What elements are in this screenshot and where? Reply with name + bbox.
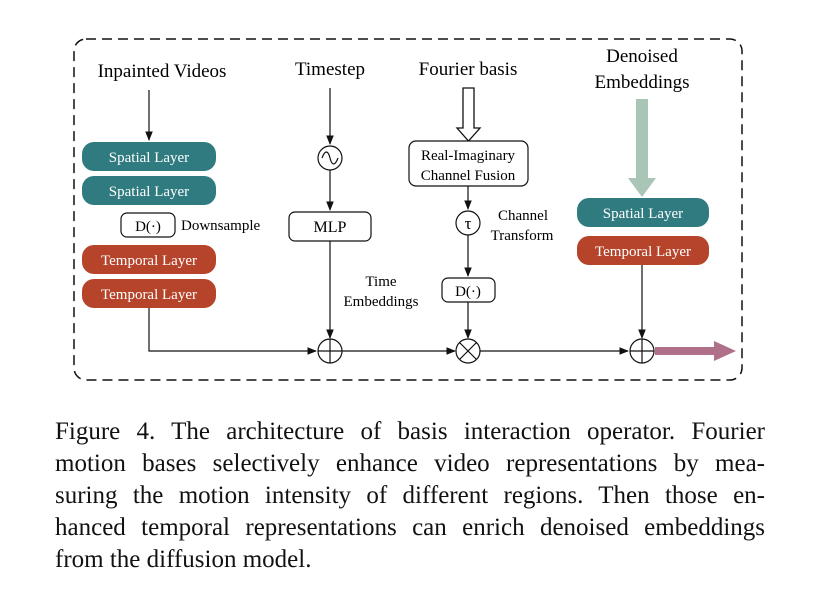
- denoised-label-line1: Denoised: [606, 46, 678, 67]
- caption-line: Figure 4. The architecture of basis inte…: [55, 418, 765, 445]
- d-operator-label: D(·): [455, 284, 481, 300]
- denoised-arrow-icon: [628, 99, 656, 197]
- caption-line: hanced temporal representations can enri…: [55, 514, 765, 541]
- dashed-frame: [73, 38, 743, 381]
- caption-line: suring the motion intensity of different…: [55, 482, 765, 509]
- spatial-layer-block-2: Spatial Layer: [82, 176, 216, 205]
- caption-line: motion bases selectively enhance video r…: [55, 450, 765, 477]
- spatial-layer-block-1: Spatial Layer: [82, 142, 216, 171]
- timestep-label: Timestep: [295, 59, 365, 80]
- mlp-block: MLP: [288, 211, 372, 242]
- temporal-layer-label: Temporal Layer: [595, 244, 691, 260]
- output-arrow-icon: [655, 341, 736, 361]
- spatial-layer-label: Spatial Layer: [109, 184, 189, 200]
- temporal-layer-block-1: Temporal Layer: [82, 245, 216, 274]
- spatial-layer-block-right: Spatial Layer: [577, 198, 709, 227]
- sine-encoding-icon: [317, 145, 343, 171]
- spatial-layer-label: Spatial Layer: [109, 150, 189, 166]
- time-embeddings-label-1: Time: [365, 274, 396, 290]
- fusion-label-line1: Real-Imaginary: [421, 148, 516, 164]
- add-operator-icon: [317, 338, 343, 364]
- inpainted-videos-label: Inpainted Videos: [98, 61, 227, 82]
- multiply-operator-icon: [455, 338, 481, 364]
- final-add-operator-icon: [629, 338, 655, 364]
- denoised-label-line2: Embeddings: [595, 72, 690, 93]
- temporal-layer-block-right: Temporal Layer: [577, 236, 709, 265]
- mlp-label: MLP: [314, 219, 347, 236]
- caption-line: from the diffusion model.: [55, 546, 312, 573]
- downsample-op-right: D(·): [441, 277, 496, 303]
- downsample-label: Downsample: [181, 218, 260, 234]
- temporal-layer-label: Temporal Layer: [101, 287, 197, 303]
- temporal-layer-block-2: Temporal Layer: [82, 279, 216, 308]
- temporal-to-add-connector: [148, 308, 317, 355]
- fusion-label-line2: Channel Fusion: [421, 168, 516, 184]
- tau-symbol: τ: [465, 214, 472, 233]
- fourier-basis-label: Fourier basis: [419, 59, 518, 80]
- fourier-hollow-arrow-icon: [455, 87, 482, 142]
- downsample-op-left: D(·): [120, 212, 176, 238]
- real-imaginary-fusion-block: Real-Imaginary Channel Fusion: [408, 140, 529, 187]
- channel-transform-label-2: Transform: [491, 228, 554, 244]
- figure-caption: Figure 4. The architecture of basis inte…: [55, 416, 765, 576]
- d-operator-label: D(·): [135, 219, 161, 235]
- architecture-diagram: Inpainted Videos Spatial Layer Spatial L…: [73, 38, 743, 381]
- temporal-layer-label: Temporal Layer: [101, 253, 197, 269]
- time-embeddings-label-2: Embeddings: [344, 294, 419, 310]
- spatial-layer-label: Spatial Layer: [603, 206, 683, 222]
- channel-transform-label-1: Channel: [498, 208, 548, 224]
- tau-operator-icon: τ: [455, 210, 481, 236]
